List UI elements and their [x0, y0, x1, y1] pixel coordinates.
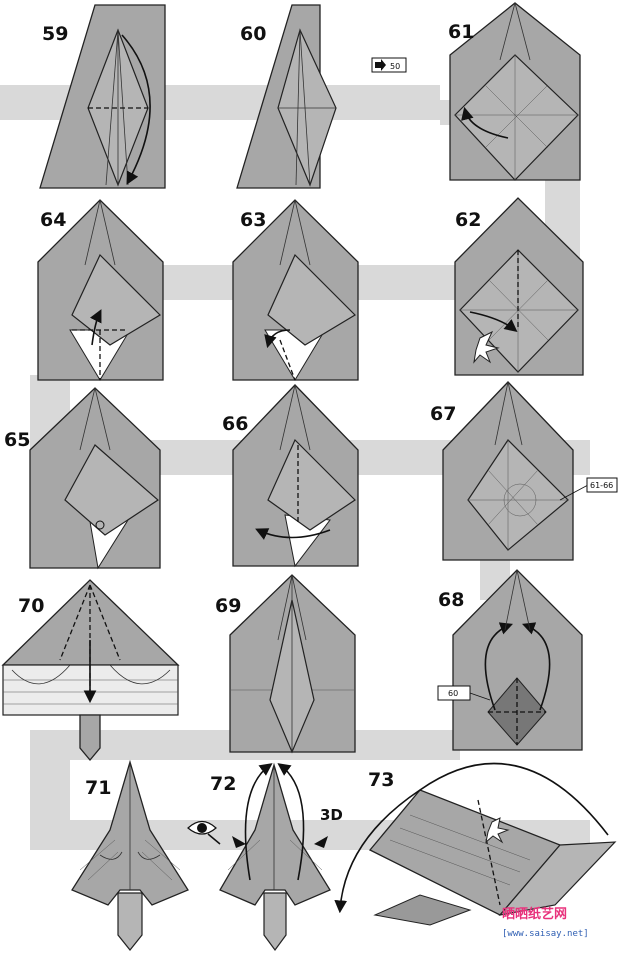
reference-box-repeat-61-66: 61-66: [587, 478, 617, 492]
svg-text:61-66: 61-66: [590, 481, 613, 490]
3d-label: 3D: [320, 806, 343, 824]
step-number-73: 73: [368, 769, 394, 791]
step-61: 61: [448, 3, 580, 180]
step-number-69: 69: [215, 595, 241, 617]
step-number-71: 71: [85, 777, 111, 799]
step-number-68: 68: [438, 589, 464, 611]
svg-text:60: 60: [448, 689, 458, 698]
svg-text:[www.saisay.net]: [www.saisay.net]: [502, 929, 589, 939]
step-68: 68: [438, 570, 582, 750]
step-71: 71: [72, 762, 188, 950]
step-72: 72 3D: [210, 765, 343, 950]
step-65: 65: [4, 388, 160, 568]
reference-box-go-to-50: 50: [372, 58, 406, 72]
reference-box-60: 60: [438, 686, 470, 700]
step-number-72: 72: [210, 773, 236, 795]
step-number-61: 61: [448, 21, 474, 43]
step-number-62: 62: [455, 209, 481, 231]
step-73: 73: [340, 764, 615, 925]
step-number-67: 67: [430, 403, 456, 425]
step-number-70: 70: [18, 595, 44, 617]
step-64: 64: [38, 200, 163, 380]
step-69: 69: [215, 575, 355, 752]
step-number-66: 66: [222, 413, 248, 435]
step-number-60: 60: [240, 23, 266, 45]
step-number-63: 63: [240, 209, 266, 231]
watermark-logo: 晒晒纸艺网 [www.saisay.net]: [502, 906, 589, 939]
step-number-64: 64: [40, 209, 66, 231]
step-number-59: 59: [42, 23, 68, 45]
step-63: 63: [233, 200, 358, 380]
svg-text:晒晒纸艺网: 晒晒纸艺网: [502, 906, 567, 922]
step-66: 66: [222, 385, 358, 566]
svg-text:50: 50: [390, 62, 400, 71]
step-number-65: 65: [4, 429, 30, 451]
step-67: 67: [430, 382, 588, 560]
